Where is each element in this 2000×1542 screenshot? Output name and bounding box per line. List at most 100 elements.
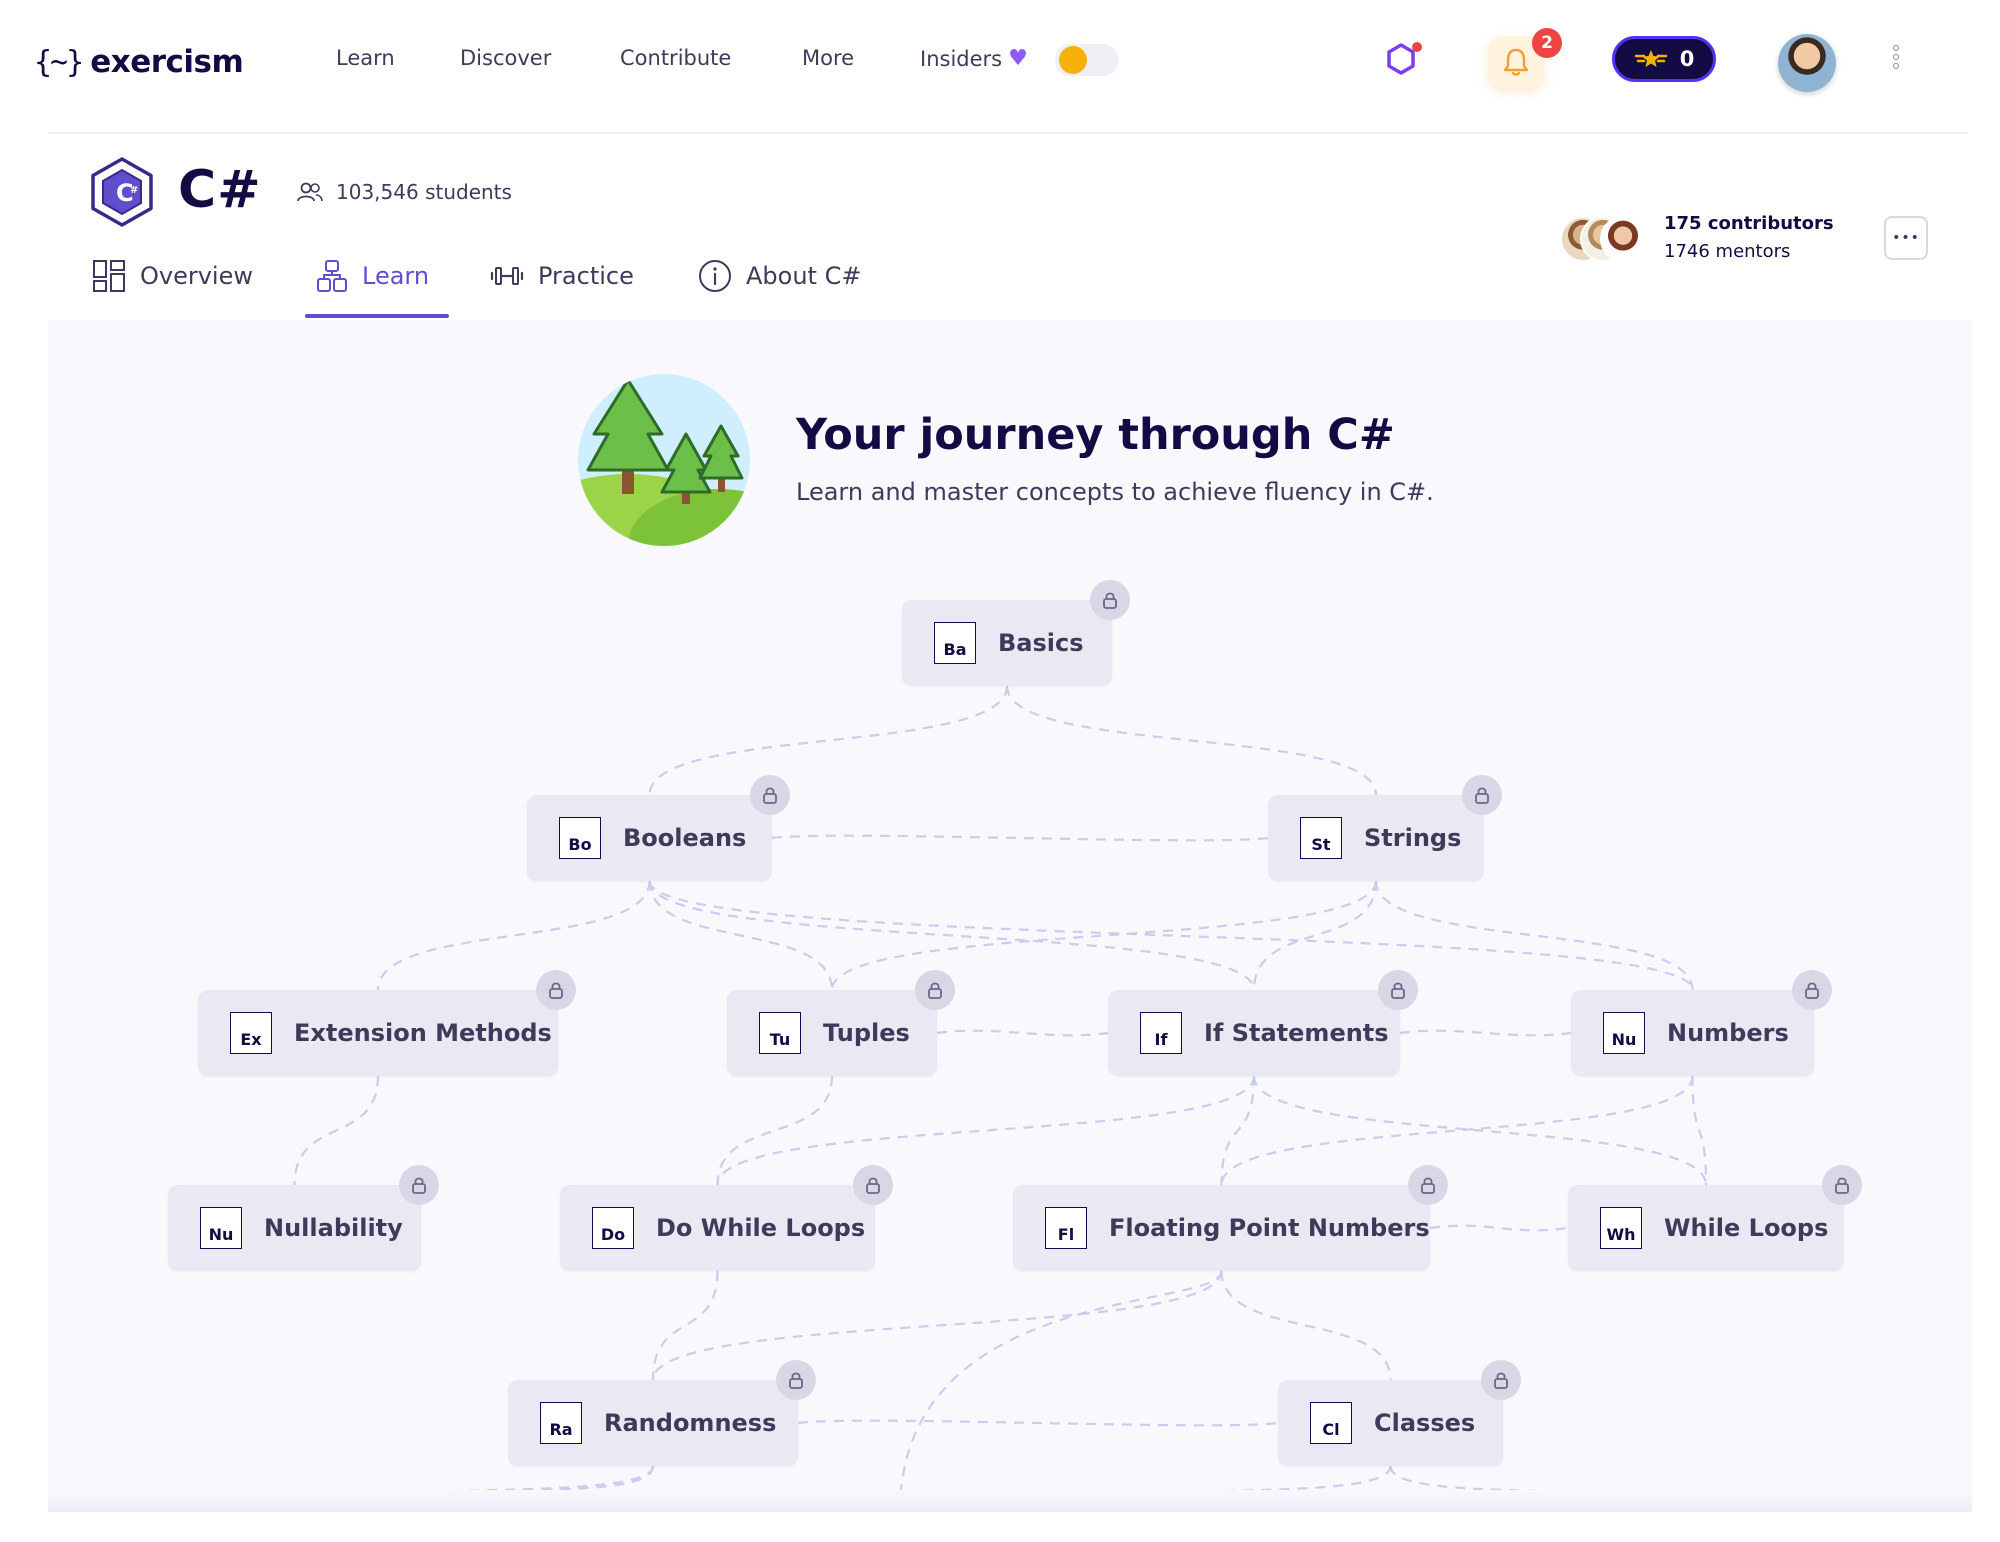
connection-line xyxy=(651,1270,1223,1381)
contributors-count: 175 contributors xyxy=(1664,213,1834,234)
top-navigation xyxy=(48,28,1968,134)
theme-toggle-knob xyxy=(1059,46,1087,74)
concept-node-classes[interactable]: Cl Classes xyxy=(1278,1380,1503,1466)
hexagon-icon xyxy=(1387,43,1415,75)
user-avatar[interactable] xyxy=(1778,34,1836,92)
concept-icon: Tu xyxy=(759,1012,801,1054)
reputation-value: 0 xyxy=(1679,47,1695,71)
concept-node-extension-methods[interactable]: Ex Extension Methods xyxy=(198,990,558,1076)
nav-contribute-link[interactable]: Contribute xyxy=(620,46,732,70)
concept-label: Basics xyxy=(998,629,1084,657)
connection-line xyxy=(830,880,1378,991)
concept-node-numbers[interactable]: Nu Numbers xyxy=(1571,990,1814,1076)
concept-icon: Ex xyxy=(230,1012,272,1054)
lock-icon xyxy=(1378,970,1418,1010)
connection-line xyxy=(1220,1075,1256,1186)
concept-map-area xyxy=(48,320,1972,1512)
user-menu-icon[interactable] xyxy=(1890,42,1902,80)
concept-icon: St xyxy=(1300,817,1342,859)
connection-line xyxy=(1429,1224,1569,1232)
connection-line xyxy=(1399,1029,1572,1037)
concept-label: Numbers xyxy=(1667,1019,1789,1047)
svg-text:#: # xyxy=(130,185,138,196)
tab-about[interactable]: About C# xyxy=(698,256,861,296)
connection-line xyxy=(716,1075,834,1186)
tab-learn[interactable]: Learn xyxy=(316,256,429,296)
concept-label: Randomness xyxy=(604,1409,777,1437)
concept-node-basics[interactable]: Ba Basics xyxy=(902,600,1112,686)
journey-hexagon-icon[interactable] xyxy=(1384,42,1422,76)
concept-label: If Statements xyxy=(1204,1019,1389,1047)
lock-icon xyxy=(1822,1165,1862,1205)
student-count: 103,546 students xyxy=(296,180,512,204)
concept-icon: Ba xyxy=(934,622,976,664)
tab-about-label: About C# xyxy=(746,262,862,290)
connection-line xyxy=(1220,1270,1392,1381)
reputation-button[interactable]: 0 xyxy=(1612,36,1716,82)
concept-icon: Nu xyxy=(1603,1012,1645,1054)
contributor-avatars xyxy=(1560,216,1646,262)
exercism-logo[interactable]: {~} exercism xyxy=(34,40,244,84)
active-tab-indicator xyxy=(305,314,449,318)
contributors-info[interactable]: 175 contributors 1746 mentors xyxy=(1664,210,1834,266)
track-title: C# xyxy=(178,160,262,220)
connection-line xyxy=(936,1029,1109,1037)
concept-node-while-loops[interactable]: Wh While Loops xyxy=(1568,1185,1844,1271)
lock-icon xyxy=(1090,580,1130,620)
logo-brace-icon: {~} xyxy=(34,44,84,80)
connection-line xyxy=(771,834,1269,842)
lock-icon xyxy=(915,970,955,1010)
bell-icon xyxy=(1503,48,1529,76)
more-dots-icon: ••• xyxy=(1892,230,1920,246)
concept-icon: Cl xyxy=(1310,1402,1352,1444)
lock-icon xyxy=(1481,1360,1521,1400)
dumbbell-icon xyxy=(490,267,524,285)
nav-more-link[interactable]: More xyxy=(802,46,855,70)
connection-line xyxy=(293,1075,380,1186)
tab-overview-label: Overview xyxy=(140,262,253,290)
connection-line xyxy=(1252,1075,1708,1186)
concept-node-floating-point-numbers[interactable]: Fl Floating Point Numbers xyxy=(1013,1185,1430,1271)
theme-toggle[interactable] xyxy=(1055,44,1119,76)
connection-line xyxy=(1220,1075,1694,1186)
connection-line xyxy=(1252,880,1378,991)
nav-insiders-label: Insiders xyxy=(920,46,1003,71)
tab-overview[interactable]: Overview xyxy=(92,256,253,296)
lock-icon xyxy=(1408,1165,1448,1205)
concept-icon: Bo xyxy=(559,817,601,859)
track-more-button[interactable]: ••• xyxy=(1884,216,1928,260)
concept-label: Floating Point Numbers xyxy=(1109,1214,1430,1242)
svg-text:C: C xyxy=(116,179,134,207)
concept-icon: Wh xyxy=(1600,1207,1642,1249)
concept-label: While Loops xyxy=(1664,1214,1829,1242)
tab-practice[interactable]: Practice xyxy=(490,256,634,296)
nav-discover-link[interactable]: Discover xyxy=(460,46,552,70)
contributor-avatar xyxy=(1600,216,1646,262)
overview-icon xyxy=(93,260,125,292)
connection-line xyxy=(648,880,834,991)
journey-title: Your journey through C# xyxy=(796,410,1395,460)
nav-insiders-link[interactable]: Insiders ♥ xyxy=(920,46,1028,71)
journey-alert-dot xyxy=(1412,42,1422,52)
mentors-count: 1746 mentors xyxy=(1664,241,1791,262)
connection-line xyxy=(1691,1075,1708,1186)
reputation-star-icon xyxy=(1634,50,1667,67)
connection-line xyxy=(1374,880,1694,991)
concept-label: Extension Methods xyxy=(294,1019,552,1047)
concept-icon: Fl xyxy=(1045,1207,1087,1249)
students-icon xyxy=(297,182,323,202)
connection-line xyxy=(648,685,1009,796)
lock-icon xyxy=(853,1165,893,1205)
concept-label: Classes xyxy=(1374,1409,1476,1437)
notification-count-badge: 2 xyxy=(1532,28,1562,58)
concept-label: Nullability xyxy=(264,1214,403,1242)
nav-learn-link[interactable]: Learn xyxy=(336,46,395,70)
